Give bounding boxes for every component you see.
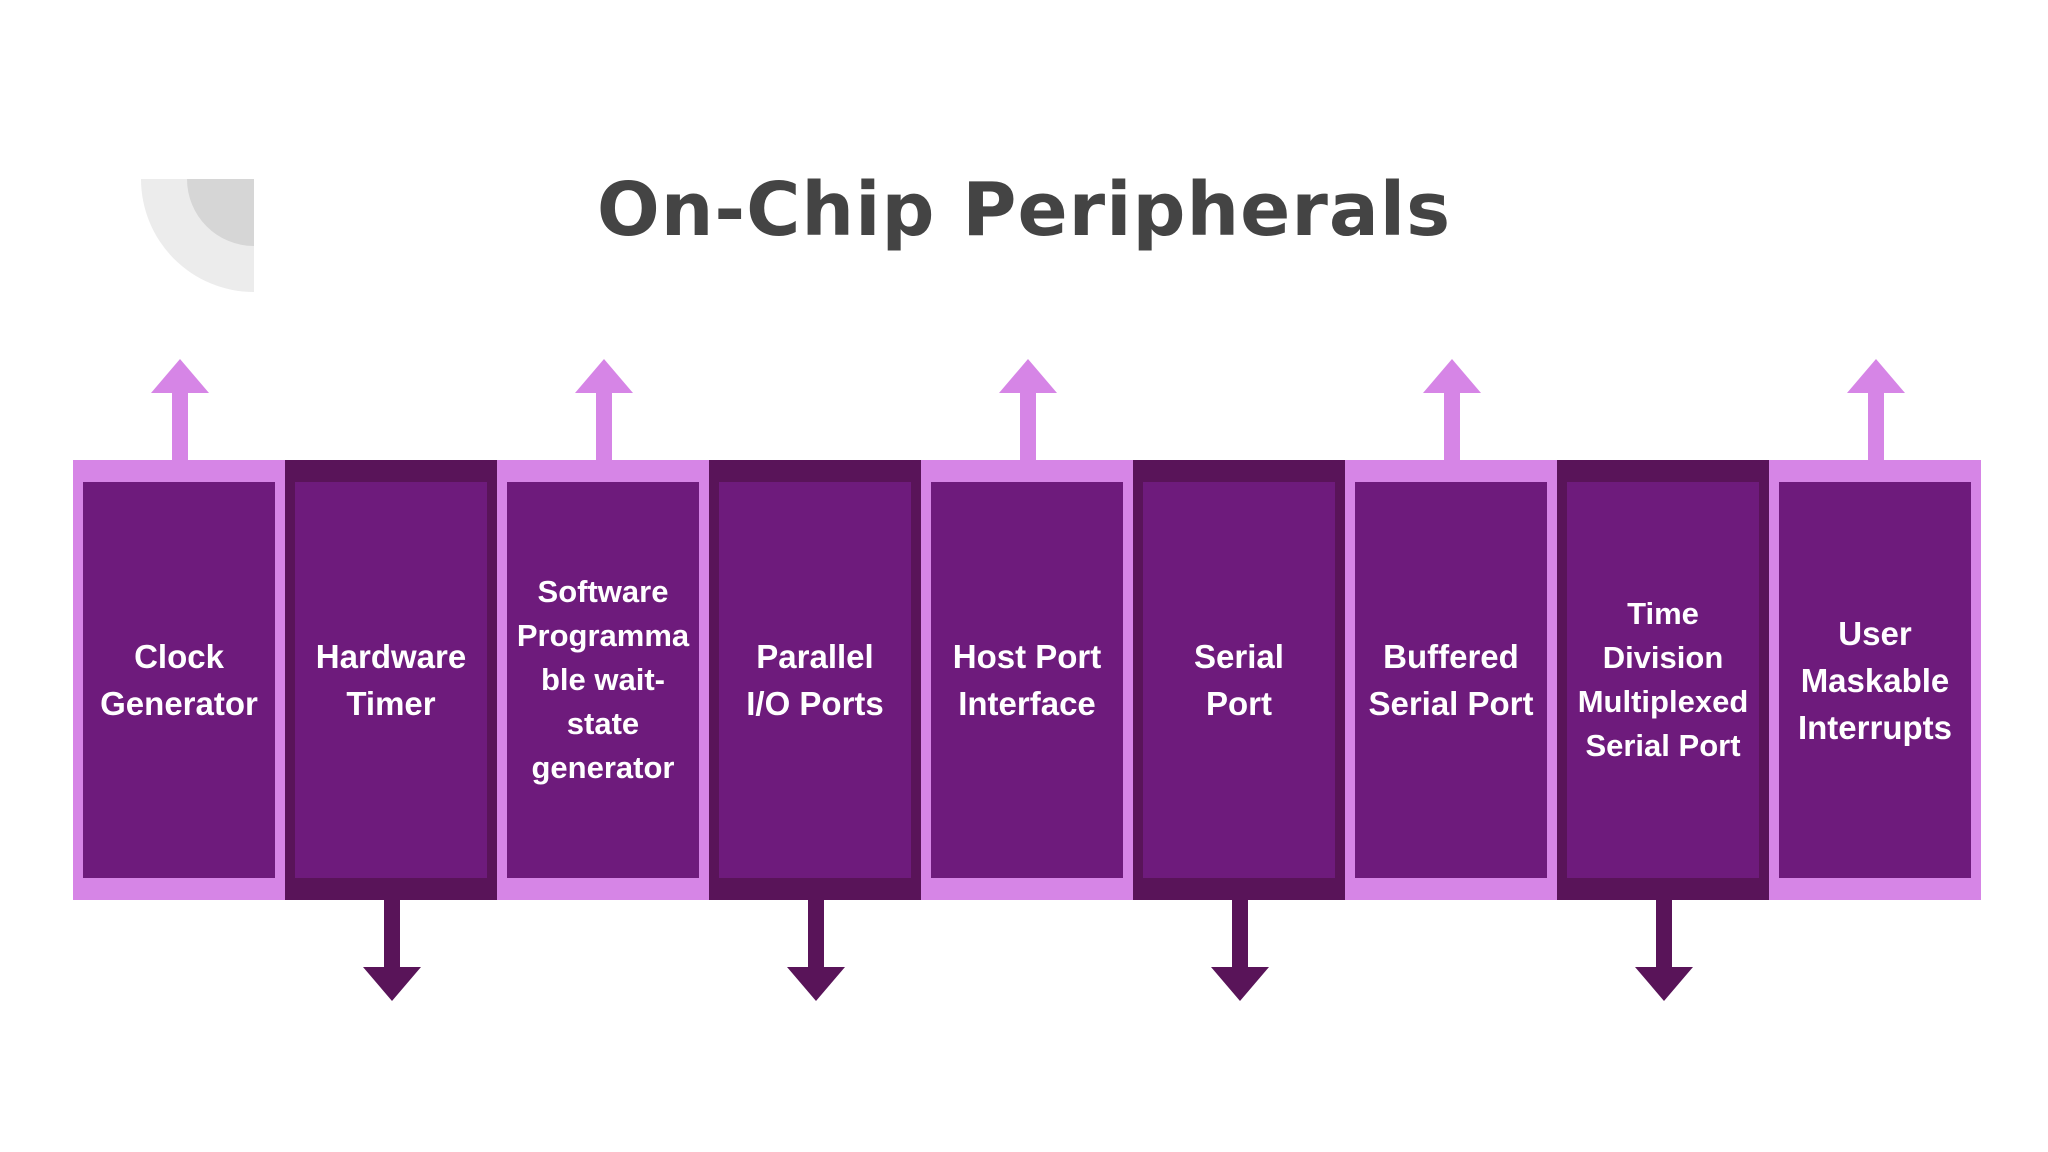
- block-label: Clock Generator: [100, 638, 258, 722]
- arrow-up-icon: [575, 359, 633, 460]
- block-box: Serial Port: [1143, 482, 1335, 878]
- block-label: User Maskable Interrupts: [1797, 614, 1952, 746]
- arrow-up-icon: [1847, 359, 1905, 460]
- block-label: Hardware Timer: [315, 638, 467, 722]
- block-label: Time Division Multiplexed Serial Port: [1577, 596, 1749, 763]
- block-user-maskable-interrupts: User Maskable Interrupts: [1769, 460, 1981, 900]
- block-hardware-timer: Hardware Timer: [285, 460, 497, 900]
- quarter-circle-decoration: [141, 179, 254, 292]
- arrow-down-icon: [363, 900, 421, 1001]
- arrow-down-icon: [1211, 900, 1269, 1001]
- block-box: Buffered Serial Port: [1355, 482, 1547, 878]
- block-label: Software Programma ble wait- state gener…: [516, 574, 690, 785]
- block-label: Buffered Serial Port: [1368, 638, 1534, 722]
- block-label: Host Port Interface: [952, 638, 1102, 722]
- block-software-wait-state-generator: Software Programma ble wait- state gener…: [497, 460, 709, 900]
- block-buffered-serial-port: Buffered Serial Port: [1345, 460, 1557, 900]
- block-tdm-serial-port: Time Division Multiplexed Serial Port: [1557, 460, 1769, 900]
- arrow-down-icon: [1635, 900, 1693, 1001]
- block-parallel-io-ports: Parallel I/O Ports: [709, 460, 921, 900]
- arrow-up-icon: [151, 359, 209, 460]
- block-label: Parallel I/O Ports: [746, 638, 884, 722]
- block-box: Host Port Interface: [931, 482, 1123, 878]
- page-title: On-Chip Peripherals: [596, 167, 1452, 253]
- block-clock-generator: Clock Generator: [73, 460, 285, 900]
- arrow-up-icon: [1423, 359, 1481, 460]
- arrow-down-icon: [787, 900, 845, 1001]
- block-serial-port: Serial Port: [1133, 460, 1345, 900]
- block-label: Serial Port: [1194, 638, 1284, 722]
- block-box: Time Division Multiplexed Serial Port: [1567, 482, 1759, 878]
- block-host-port-interface: Host Port Interface: [921, 460, 1133, 900]
- block-box: User Maskable Interrupts: [1779, 482, 1971, 878]
- block-box: Clock Generator: [83, 482, 275, 878]
- peripheral-row: Clock Generator Hardware Timer Software …: [73, 460, 1985, 900]
- block-box: Software Programma ble wait- state gener…: [507, 482, 699, 878]
- block-box: Parallel I/O Ports: [719, 482, 911, 878]
- block-box: Hardware Timer: [295, 482, 487, 878]
- arrow-up-icon: [999, 359, 1057, 460]
